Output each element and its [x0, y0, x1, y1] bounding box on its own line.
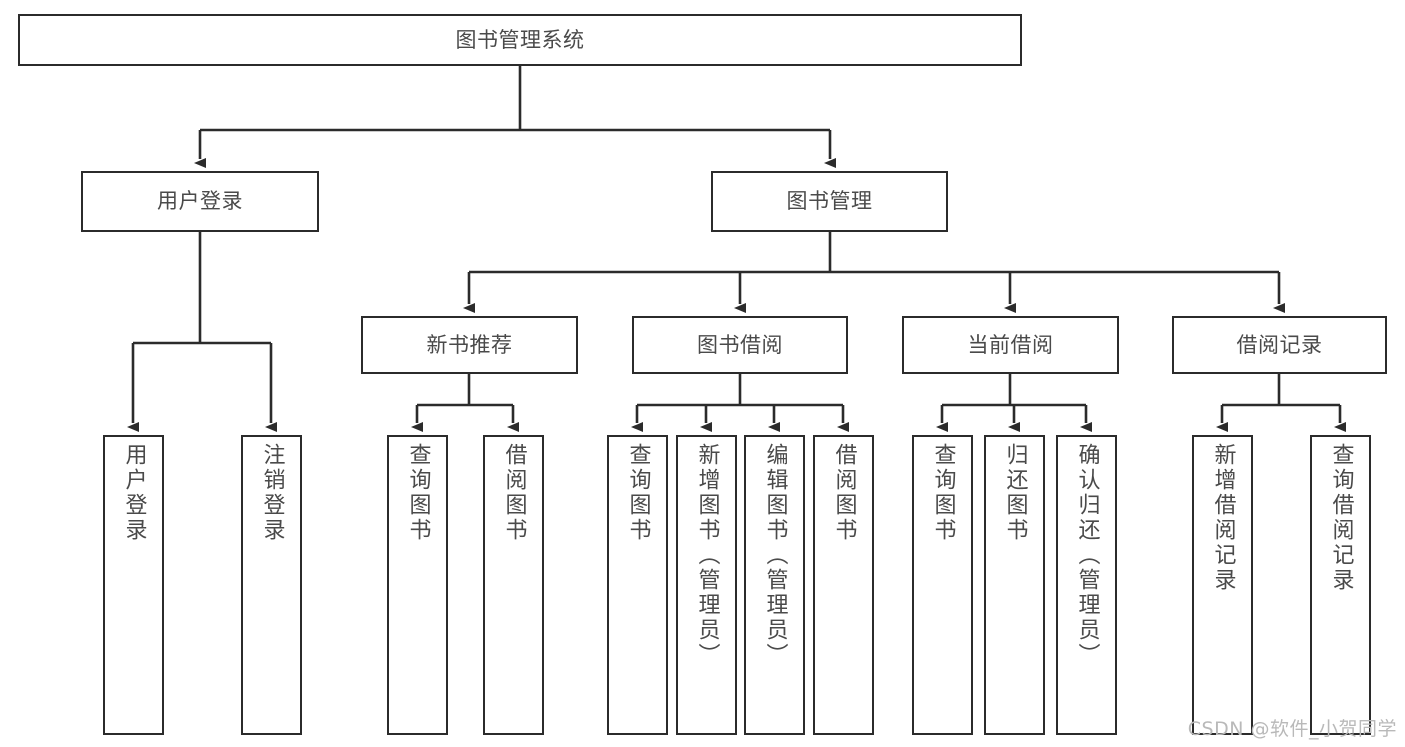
- node-new-book-recommend[interactable]: 新书推荐: [361, 316, 578, 374]
- leaf-user-logout[interactable]: 注销登录: [241, 435, 302, 735]
- leaf-current-confirm-return-admin[interactable]: 确认归还（管理员）: [1056, 435, 1117, 735]
- node-book-management[interactable]: 图书管理: [711, 171, 948, 232]
- leaf-current-query-book[interactable]: 查询图书: [912, 435, 973, 735]
- leaf-current-confirm-return-admin-label: 确认归还（管理员）: [1074, 443, 1100, 668]
- leaf-user-login-label: 用户登录: [121, 443, 147, 543]
- leaf-borrow-edit-book-admin[interactable]: 编辑图书（管理员）: [744, 435, 805, 735]
- leaf-borrow-lend-book-label: 借阅图书: [831, 443, 857, 543]
- leaf-records-query-record[interactable]: 查询借阅记录: [1310, 435, 1371, 735]
- node-book-management-label: 图书管理: [786, 189, 873, 214]
- leaf-newbook-borrow-book-label: 借阅图书: [501, 443, 527, 543]
- leaf-user-logout-label: 注销登录: [259, 443, 285, 543]
- leaf-records-add-record-label: 新增借阅记录: [1210, 443, 1236, 593]
- leaf-newbook-borrow-book[interactable]: 借阅图书: [483, 435, 544, 735]
- node-book-borrow-label: 图书借阅: [697, 332, 783, 357]
- leaf-borrow-edit-book-admin-label: 编辑图书（管理员）: [762, 443, 788, 668]
- leaf-current-return-book[interactable]: 归还图书: [984, 435, 1045, 735]
- leaf-current-query-book-label: 查询图书: [930, 443, 956, 543]
- leaf-records-query-record-label: 查询借阅记录: [1328, 443, 1354, 593]
- leaf-borrow-query-book[interactable]: 查询图书: [607, 435, 668, 735]
- node-current-borrow[interactable]: 当前借阅: [902, 316, 1119, 374]
- leaf-borrow-lend-book[interactable]: 借阅图书: [813, 435, 874, 735]
- leaf-borrow-query-book-label: 查询图书: [625, 443, 651, 543]
- node-user-login[interactable]: 用户登录: [81, 171, 319, 232]
- node-borrow-records-label: 借阅记录: [1236, 332, 1323, 357]
- csdn-watermark: CSDN @软件_小贺同学: [1187, 718, 1397, 740]
- leaf-borrow-add-book-admin[interactable]: 新增图书（管理员）: [676, 435, 737, 735]
- leaf-user-login[interactable]: 用户登录: [103, 435, 164, 735]
- leaf-records-add-record[interactable]: 新增借阅记录: [1192, 435, 1253, 735]
- node-user-login-label: 用户登录: [157, 189, 243, 214]
- leaf-borrow-add-book-admin-label: 新增图书（管理员）: [694, 443, 720, 668]
- node-current-borrow-label: 当前借阅: [967, 332, 1054, 357]
- node-root-label: 图书管理系统: [455, 27, 585, 52]
- node-borrow-records[interactable]: 借阅记录: [1172, 316, 1387, 374]
- leaf-newbook-query-book[interactable]: 查询图书: [387, 435, 448, 735]
- node-book-borrow[interactable]: 图书借阅: [632, 316, 848, 374]
- leaf-current-return-book-label: 归还图书: [1002, 443, 1028, 543]
- node-new-book-recommend-label: 新书推荐: [426, 332, 513, 357]
- node-root-system[interactable]: 图书管理系统: [18, 14, 1022, 66]
- leaf-newbook-query-book-label: 查询图书: [405, 443, 431, 543]
